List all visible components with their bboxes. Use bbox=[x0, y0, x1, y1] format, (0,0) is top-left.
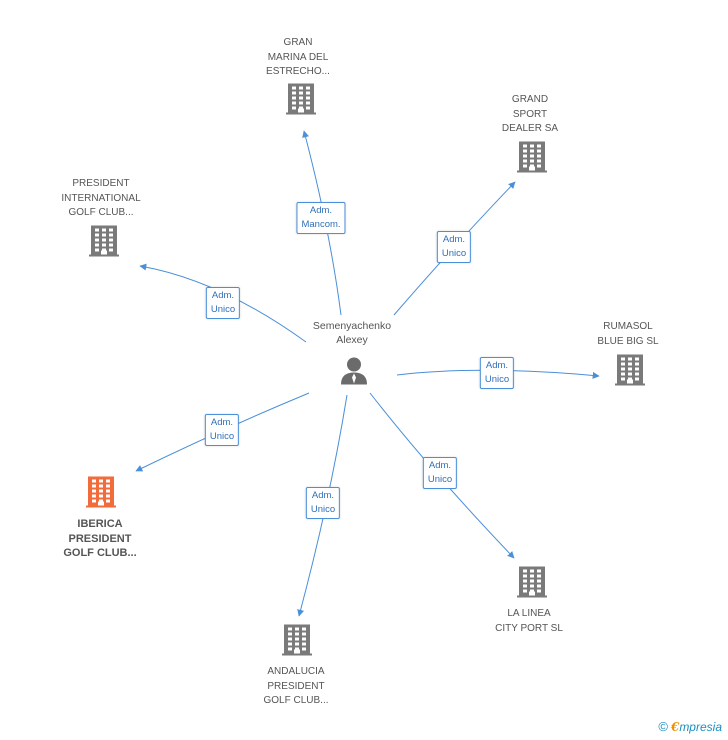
building-icon[interactable] bbox=[615, 353, 645, 392]
company-name-andalucia[interactable]: ANDALUCIA PRESIDENT GOLF CLUB... bbox=[263, 666, 329, 706]
company-name-gran-marina[interactable]: GRAN MARINA DEL ESTRECHO... bbox=[266, 37, 330, 77]
role-label-la-linea[interactable]: Adm. Unico bbox=[422, 457, 458, 489]
company-name-grand-sport[interactable]: GRAND SPORT DEALER SA bbox=[501, 94, 559, 134]
company-name-rumasol[interactable]: RUMASOL BLUE BIG SL bbox=[597, 321, 659, 347]
company-name-iberica[interactable]: IBERICA PRESIDENT GOLF CLUB... bbox=[63, 518, 137, 559]
building-icon[interactable] bbox=[89, 224, 119, 263]
person-name[interactable]: Semenyachenko Alexey bbox=[312, 320, 392, 346]
role-label-grand-sport[interactable]: Adm. Unico bbox=[436, 231, 472, 263]
role-label-gran-marina[interactable]: Adm. Mancom. bbox=[296, 202, 346, 234]
copyright-footer: ©€mpresia bbox=[658, 719, 722, 734]
building-icon[interactable] bbox=[286, 82, 316, 121]
person-icon[interactable] bbox=[339, 356, 369, 391]
copyright-symbol: © bbox=[658, 719, 668, 734]
empresia-logo-initial: € bbox=[670, 720, 680, 734]
empresia-logo-text[interactable]: mpresia bbox=[679, 720, 722, 734]
building-icon[interactable] bbox=[282, 623, 312, 662]
building-icon[interactable] bbox=[517, 565, 547, 604]
role-label-andalucia[interactable]: Adm. Unico bbox=[305, 487, 341, 519]
company-name-la-linea[interactable]: LA LINEA CITY PORT SL bbox=[495, 608, 563, 634]
role-label-rumasol[interactable]: Adm. Unico bbox=[479, 357, 515, 389]
building-icon[interactable] bbox=[86, 475, 116, 514]
role-label-iberica[interactable]: Adm. Unico bbox=[204, 414, 240, 446]
building-icon[interactable] bbox=[517, 140, 547, 179]
role-label-president-international[interactable]: Adm. Unico bbox=[205, 287, 241, 319]
company-name-president-international[interactable]: PRESIDENT INTERNATIONAL GOLF CLUB... bbox=[61, 178, 141, 218]
